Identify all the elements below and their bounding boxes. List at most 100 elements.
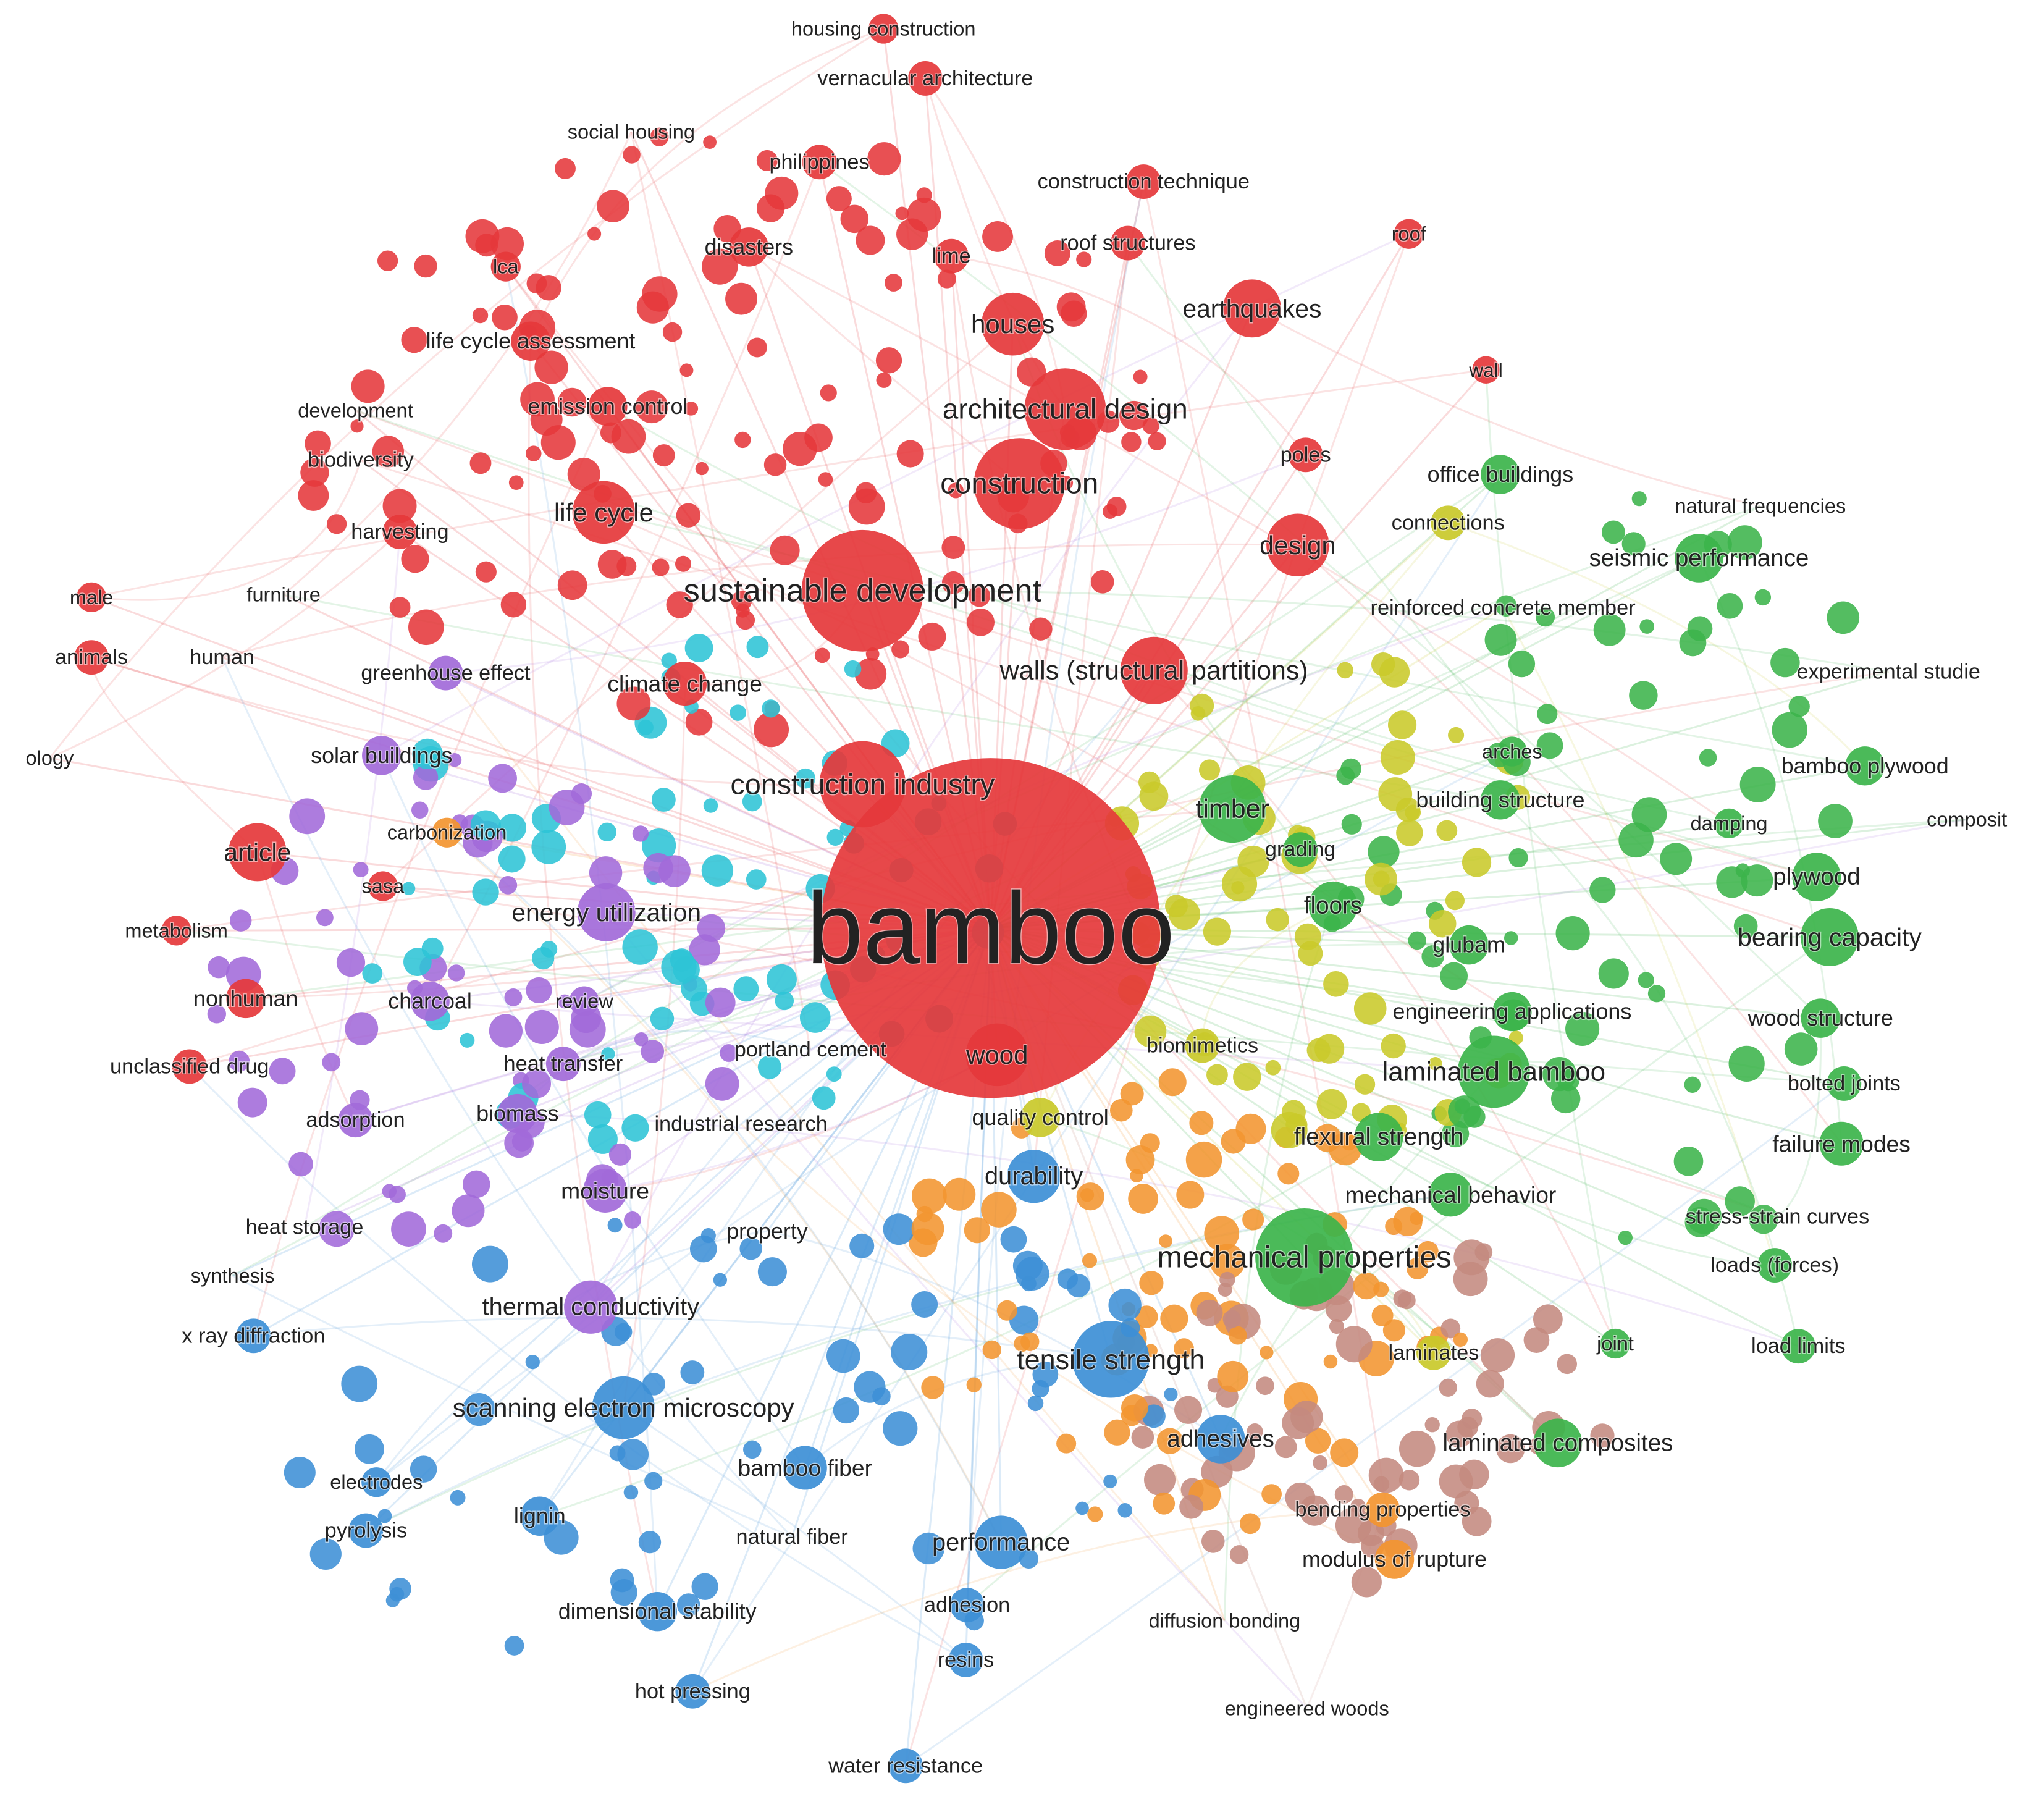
node-harvesting[interactable] (382, 515, 418, 550)
label-composit: composit (1927, 809, 2007, 831)
node-x-ray-diffraction[interactable] (236, 1318, 271, 1354)
node-building-structure[interactable] (1481, 780, 1520, 820)
node-energy-utilization[interactable] (577, 883, 636, 941)
node-quality-control[interactable] (1020, 1098, 1060, 1137)
node-dimensional-stability[interactable] (637, 1591, 677, 1632)
node-engineering-applications[interactable] (1492, 992, 1532, 1032)
node-houses[interactable] (981, 292, 1045, 356)
node-bamboo-fiber[interactable] (783, 1446, 827, 1490)
node-hot-pressing[interactable] (675, 1674, 710, 1709)
node-flexural-strength[interactable] (1354, 1113, 1403, 1162)
node-arches[interactable] (1497, 736, 1528, 767)
node-connections[interactable] (1431, 505, 1466, 541)
node-review[interactable] (569, 986, 599, 1016)
node-roof-structures[interactable] (1110, 225, 1145, 261)
keyword-node (1424, 1417, 1440, 1433)
node-wood[interactable] (965, 1023, 1029, 1087)
node-article[interactable] (228, 823, 287, 882)
node-solar-buildings[interactable] (362, 736, 402, 775)
node-adsorption[interactable] (338, 1103, 373, 1138)
node-seismic-performance[interactable] (1675, 534, 1723, 583)
node-heat-transfer[interactable] (545, 1047, 581, 1082)
node-bolted-joints[interactable] (1827, 1066, 1862, 1101)
node-adhesion[interactable] (949, 1588, 985, 1623)
node-floors[interactable] (1308, 881, 1358, 930)
node-water-resistance[interactable] (888, 1748, 923, 1784)
node-joint[interactable] (1600, 1328, 1631, 1359)
node-philippines[interactable] (802, 145, 837, 180)
node-load-limits[interactable] (1781, 1329, 1816, 1364)
node-office-buildings[interactable] (1481, 455, 1520, 494)
node-carbonization[interactable] (432, 817, 462, 848)
node-animals[interactable] (74, 640, 109, 675)
keyword-node (638, 1531, 662, 1554)
node-charcoal[interactable] (410, 981, 450, 1021)
node-plywood[interactable] (1792, 853, 1841, 902)
node-modulus-of-rupture[interactable] (1374, 1540, 1415, 1579)
node-bearing-capacity[interactable] (1801, 908, 1859, 966)
node-construction[interactable] (974, 438, 1065, 529)
label-damping: damping (1691, 812, 1768, 835)
node-damping[interactable] (1714, 808, 1744, 839)
keyword-node (1368, 836, 1400, 868)
node-sustainable-development[interactable] (801, 529, 923, 652)
node-life-cycle[interactable] (572, 481, 636, 544)
node-bamboo[interactable] (820, 758, 1161, 1098)
node-laminated-bamboo[interactable] (1457, 1035, 1530, 1108)
label-pyrolysis: pyrolysis (325, 1519, 407, 1543)
node-housing-construction[interactable] (868, 14, 899, 44)
node-mechanical-properties[interactable] (1255, 1208, 1353, 1307)
node-resins[interactable] (948, 1643, 983, 1677)
keyword-node (536, 275, 561, 301)
node-tensile-strength[interactable] (1072, 1321, 1150, 1398)
keyword-node (300, 458, 329, 487)
node-moisture[interactable] (583, 1168, 628, 1213)
node-mechanical-behavior[interactable] (1428, 1173, 1473, 1217)
node-male[interactable] (76, 582, 107, 613)
node-electrodes[interactable] (361, 1467, 392, 1497)
keyword-node (730, 704, 747, 721)
node-disasters[interactable] (729, 227, 769, 267)
node-adhesives[interactable] (1196, 1415, 1245, 1464)
node-lignin[interactable] (520, 1496, 560, 1536)
node-grading[interactable] (1283, 832, 1318, 867)
node-timber[interactable] (1198, 775, 1266, 843)
node-unclassified-drug[interactable] (172, 1049, 207, 1084)
node-poles[interactable] (1288, 437, 1323, 473)
node-architectural-design[interactable] (1024, 368, 1106, 450)
node-glubam[interactable] (1449, 925, 1489, 965)
node-nonhuman[interactable] (226, 979, 266, 1019)
node-scanning-electron-microscopy[interactable] (592, 1376, 655, 1439)
node-sasa[interactable] (368, 871, 398, 901)
node-bamboo-plywood[interactable] (1845, 746, 1885, 786)
node-construction-technique[interactable] (1126, 164, 1161, 200)
node-lime[interactable] (934, 238, 969, 274)
node-bending-properties[interactable] (1365, 1492, 1400, 1527)
node-lca[interactable] (490, 251, 521, 282)
node-metabolism[interactable] (161, 916, 191, 946)
node-life-cycle-assessment[interactable] (511, 321, 550, 361)
node-design[interactable] (1266, 513, 1329, 577)
node-roof[interactable] (1394, 219, 1424, 249)
node-loads-forces[interactable] (1757, 1248, 1793, 1283)
node-walls-structural-partitions[interactable] (1120, 636, 1188, 704)
node-construction-industry[interactable] (819, 741, 906, 828)
node-durability[interactable] (1007, 1149, 1061, 1203)
node-thermal-conductivity[interactable] (564, 1280, 618, 1334)
node-wood-structure[interactable] (1801, 998, 1840, 1038)
node-laminated-composites[interactable] (1533, 1418, 1583, 1468)
keyword-node (1189, 1111, 1214, 1135)
node-laminates[interactable] (1416, 1335, 1451, 1370)
node-performance[interactable] (974, 1515, 1028, 1569)
node-failure-modes[interactable] (1819, 1121, 1864, 1166)
node-biomass[interactable] (498, 1093, 537, 1134)
node-climate-change[interactable] (663, 661, 707, 706)
node-emission-control[interactable] (588, 387, 628, 426)
node-vernacular-architecture[interactable] (908, 61, 943, 96)
node-earthquakes[interactable] (1222, 279, 1281, 338)
node-greenhouse-effect[interactable] (428, 655, 463, 691)
keyword-node (1618, 1231, 1633, 1245)
node-pyrolysis[interactable] (348, 1513, 384, 1548)
node-biomimetics[interactable] (1185, 1028, 1220, 1063)
node-wall[interactable] (1472, 356, 1500, 384)
